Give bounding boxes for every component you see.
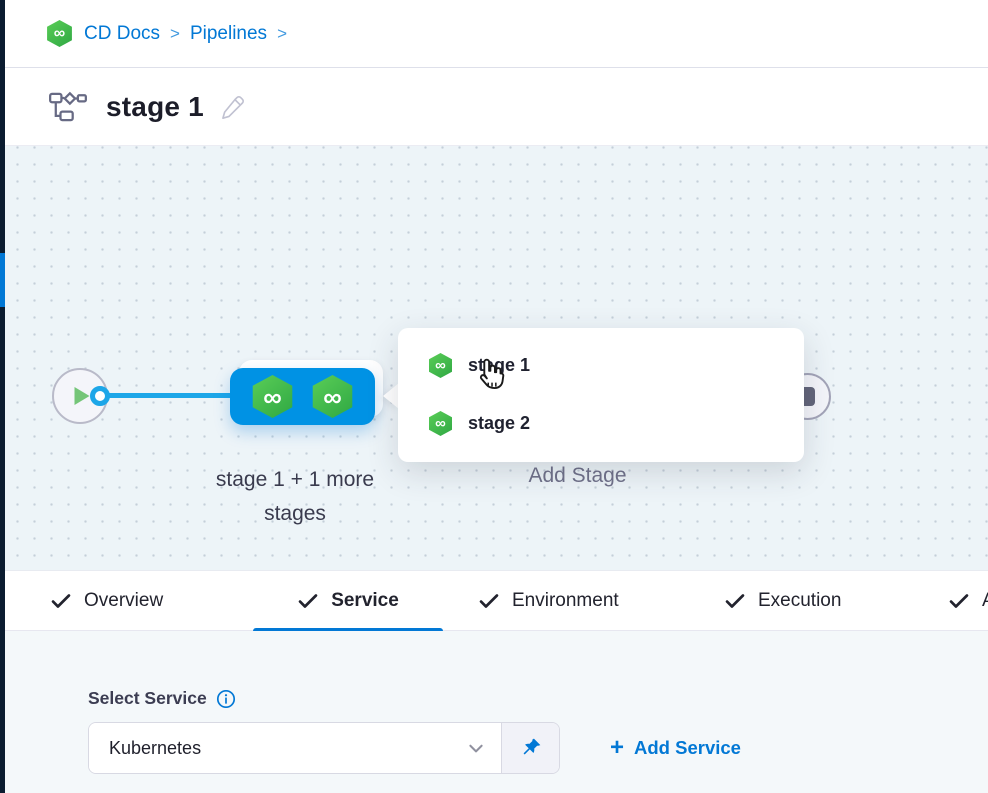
tab-execution[interactable]: Execution [724,571,841,631]
cd-stage-icon: ∞ [429,353,452,378]
check-icon [948,590,970,612]
tab-overview[interactable]: Overview [50,571,163,631]
plus-icon: + [610,734,625,761]
play-icon [72,385,92,407]
check-icon [297,590,319,612]
tab-advanced-partial[interactable]: A [948,571,988,631]
service-select-value: Kubernetes [109,737,202,758]
pipeline-icon [48,91,88,122]
stage-group-node[interactable]: ∞ ∞ [230,368,375,425]
start-node-port [90,386,110,406]
breadcrumb-item-cd-docs[interactable]: CD Docs [84,22,161,44]
tab-service[interactable]: Service [253,571,443,632]
service-select-group: Kubernetes [88,722,560,774]
check-icon [478,590,500,612]
cd-stage-icon: stage 2∞ [429,411,452,436]
stage-tabs: Overview Service Environment Execution A [0,570,988,632]
edit-stage-name-button[interactable] [220,94,246,120]
service-select[interactable]: Kubernetes [89,723,501,773]
check-icon [50,590,72,612]
add-stage-button[interactable]: Add Stage [528,464,627,487]
popup-item-stage-1[interactable]: ∞ stage 1 [428,353,530,378]
pin-service-button[interactable] [501,723,559,773]
pencil-icon [220,94,246,120]
pin-icon [520,737,542,759]
add-service-button[interactable]: + Add Service [610,734,741,761]
breadcrumb-separator: > [277,23,287,43]
harness-cd-icon: ∞ [47,20,72,47]
chevron-down-icon [467,739,485,757]
info-icon[interactable] [216,689,236,709]
breadcrumb-item-pipelines[interactable]: Pipelines [189,22,268,44]
pipeline-canvas[interactable]: ∞ ∞ stage 1 + 1 more stages Add Stage ∞ … [0,146,988,570]
check-icon [724,590,746,612]
collapsed-nav-rail[interactable] [0,0,5,793]
popup-item-stage-2[interactable]: stage 2∞ stage 2 [428,411,530,436]
popup-tail [383,383,399,409]
stage-group-label: stage 1 + 1 more stages [215,468,375,525]
pipeline-connector [106,393,232,398]
service-panel: Select Service Kubernetes [0,631,988,793]
cd-stage-icon: ∞ [252,375,293,418]
page-title: stage 1 [106,90,204,122]
breadcrumb: ∞ CD Docs > Pipelines > [0,0,988,68]
breadcrumb-separator: > [170,23,180,43]
stage-list-popup: ∞ stage 1 stage 2∞ stage 2 [398,328,804,462]
stage-header: stage 1 [0,68,988,146]
select-service-label: Select Service [88,688,207,708]
active-tab-underline [253,628,443,632]
cd-stage-icon: ∞ [312,375,353,418]
tab-environment[interactable]: Environment [478,571,619,631]
nav-rail-active-indicator [0,253,5,307]
